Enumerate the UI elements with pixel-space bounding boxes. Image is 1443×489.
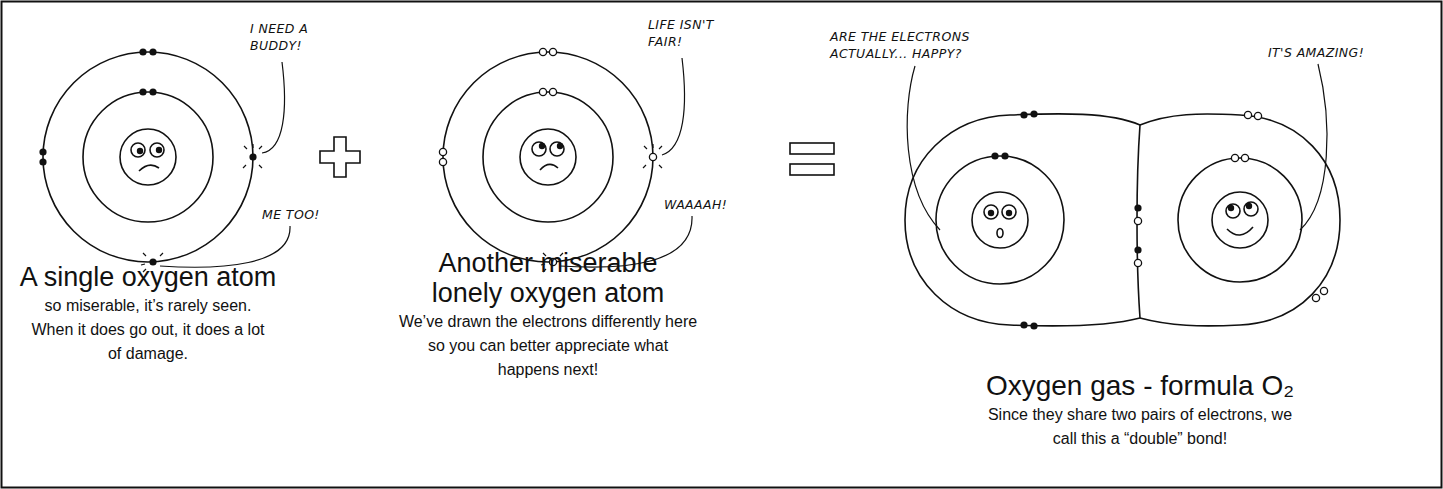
- pupil: [1228, 205, 1234, 211]
- electron: [539, 48, 546, 55]
- frown-mouth: [540, 164, 558, 170]
- inner-shell: [1178, 158, 1302, 282]
- electron: [439, 158, 446, 165]
- eye: [1002, 205, 1016, 219]
- electron: [1312, 294, 1319, 301]
- speech-leader: [907, 66, 940, 230]
- atom-description: We’ve drawn the electrons differently he…: [396, 310, 701, 382]
- inner-shell: [83, 92, 213, 222]
- electron: [149, 88, 156, 95]
- nucleus-face: [1212, 192, 1268, 248]
- atom-heading: A single oxygen atom: [3, 262, 293, 292]
- eye: [131, 143, 145, 157]
- electron: [1320, 287, 1327, 294]
- electron: [139, 48, 146, 55]
- electron: [649, 153, 656, 160]
- speech-text: ME TOO!: [262, 206, 352, 223]
- pupil: [1246, 203, 1252, 209]
- electron: [1241, 154, 1248, 161]
- eye: [532, 142, 546, 156]
- nucleus-face: [972, 192, 1028, 248]
- electron: [1030, 110, 1037, 117]
- nucleus-face: [120, 129, 176, 185]
- shared-shell: [1140, 114, 1340, 326]
- electron: [991, 152, 998, 159]
- speech-leader: [262, 62, 285, 153]
- speech-text: ARE THE ELECTRONS ACTUALLY... HAPPY?: [830, 28, 1000, 62]
- outer-shell: [443, 52, 653, 262]
- speech-leader: [160, 226, 290, 267]
- speech-leader: [1300, 64, 1327, 230]
- inner-shell: [483, 92, 613, 222]
- speech-text: I NEED A BUDDY!: [250, 20, 332, 54]
- electron: [439, 148, 446, 155]
- electron: [1030, 322, 1037, 329]
- electron: [249, 153, 256, 160]
- plus-sign: [320, 137, 360, 177]
- pupil: [988, 210, 994, 216]
- speech-text: IT'S AMAZING!: [1268, 44, 1398, 61]
- atom-panel: Another miserable lonely oxygen atomWe’v…: [393, 50, 703, 382]
- sparkle: [243, 144, 262, 168]
- electron: [149, 48, 156, 55]
- speech-leader: [662, 58, 685, 155]
- electron: [139, 88, 146, 95]
- electron: [1020, 111, 1027, 118]
- electron: [1254, 112, 1261, 119]
- surprised-mouth: [997, 229, 1003, 238]
- electron: [1134, 259, 1141, 266]
- inner-shell: [936, 156, 1064, 284]
- pupil: [156, 147, 162, 153]
- electron: [1020, 321, 1027, 328]
- electron: [1134, 217, 1141, 224]
- eye: [550, 142, 564, 156]
- outer-shell: [43, 52, 253, 262]
- electron: [1134, 204, 1141, 211]
- electron: [549, 48, 556, 55]
- frown-mouth: [139, 165, 159, 171]
- equals-sign: [790, 164, 834, 175]
- electron: [1001, 152, 1008, 159]
- atom-heading: Another miserable lonely oxygen atom: [413, 248, 683, 308]
- pupil: [557, 143, 563, 149]
- atom-panel: A single oxygen atomso miserable, it’s r…: [3, 50, 293, 366]
- eye: [150, 143, 164, 157]
- pupil: [539, 143, 545, 149]
- speech-text: LIFE ISN'T FAIR!: [648, 16, 744, 50]
- pupil: [137, 148, 143, 154]
- eye: [1226, 204, 1240, 218]
- pupil: [1006, 210, 1012, 216]
- electron: [1244, 111, 1251, 118]
- nucleus-face: [520, 129, 576, 185]
- electron: [1231, 154, 1238, 161]
- atom-panel: Oxygen gas - formula O₂Since they share …: [950, 115, 1330, 451]
- sparkle: [643, 144, 662, 168]
- smile-mouth: [1227, 227, 1253, 235]
- atom-description: so miserable, it’s rarely seen. When it …: [23, 294, 273, 366]
- electron: [39, 158, 46, 165]
- electron: [39, 148, 46, 155]
- atom-description: Since they share two pairs of electrons,…: [980, 403, 1300, 451]
- speech-text: WAAAAH!: [664, 196, 764, 213]
- electron: [539, 88, 546, 95]
- atom-heading: Oxygen gas - formula O₂: [950, 371, 1330, 401]
- eye: [984, 205, 998, 219]
- electron: [1134, 246, 1141, 253]
- eye: [1244, 202, 1258, 216]
- electron: [549, 88, 556, 95]
- equals-sign: [790, 143, 834, 154]
- shared-shell: [905, 114, 1140, 326]
